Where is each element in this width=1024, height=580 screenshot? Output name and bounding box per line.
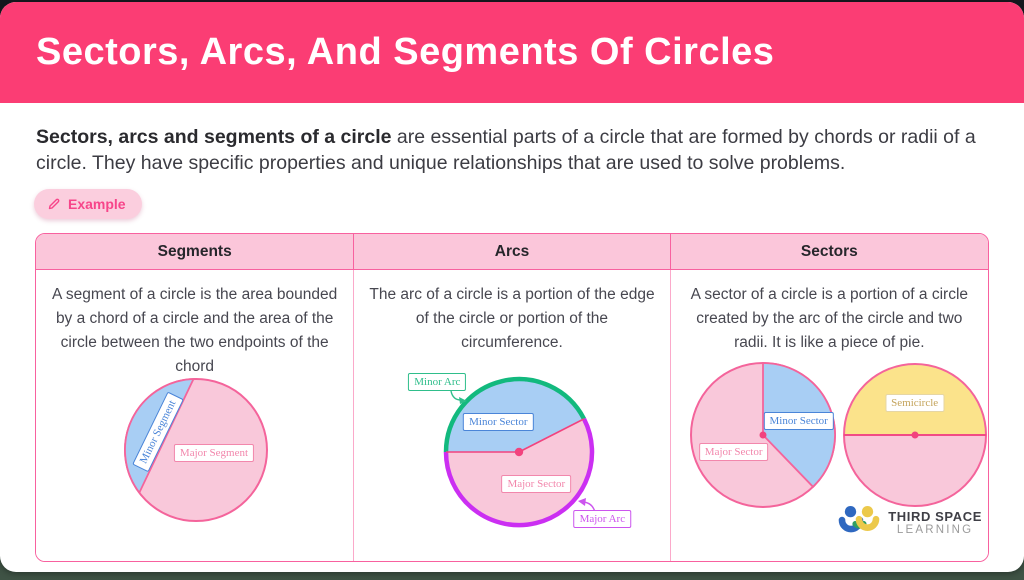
minor-arc-pointer-head — [459, 397, 468, 404]
sectors-major-sector-label: Major Sector — [698, 443, 769, 461]
minor-arc-label: Minor Arc — [408, 373, 467, 391]
logo-line2: LEARNING — [896, 523, 974, 536]
center-dot — [515, 447, 524, 457]
major-arc-pointer-head — [578, 498, 587, 506]
column-header-sectors: Sectors — [670, 234, 988, 270]
page-title: Sectors, Arcs, And Segments Of Circles — [36, 31, 775, 73]
intro-bold-phrase: Sectors, arcs and segments of a circle — [36, 126, 392, 148]
arcs-minor-sector-label: Minor Sector — [463, 413, 534, 431]
column-header-arcs: Arcs — [353, 234, 671, 270]
sectors-description: A sector of a circle is a portion of a c… — [690, 286, 969, 351]
pencil-icon — [48, 198, 60, 210]
intro-paragraph: Sectors, arcs and segments of a circle a… — [36, 124, 990, 176]
intro-rest-text: are essential parts of a circle that are… — [36, 126, 976, 174]
page-header: Sectors, Arcs, And Segments Of Circles — [0, 2, 1024, 103]
segments-diagram — [124, 378, 268, 522]
sectors-cell: A sector of a circle is a portion of a c… — [670, 270, 988, 561]
arcs-cell: The arc of a circle is a portion of the … — [353, 270, 671, 561]
semicircle-label: Semicircle — [885, 394, 945, 412]
arcs-description: The arc of a circle is a portion of the … — [369, 286, 655, 351]
logo-icon — [838, 505, 880, 533]
arcs-major-sector-label: Major Sector — [501, 475, 572, 493]
concepts-table: Segments Arcs Sectors A segment of a cir… — [35, 233, 989, 562]
major-segment-label: Major Segment — [173, 444, 255, 462]
radius-upper-right — [518, 418, 585, 453]
segments-cell: A segment of a circle is the area bounde… — [36, 270, 354, 561]
right-center-dot — [911, 431, 919, 439]
minor-arc-stroke — [444, 376, 587, 453]
sectors-minor-sector-label: Minor Sector — [763, 412, 834, 430]
segments-description: A segment of a circle is the area bounde… — [52, 286, 338, 375]
left-center-dot — [759, 431, 767, 439]
logo-line1: THIRD SPACE — [888, 508, 982, 524]
third-space-learning-logo: THIRD SPACE LEARNING — [838, 505, 982, 539]
major-sector-shape — [446, 418, 593, 526]
major-arc-stroke — [444, 417, 595, 528]
column-header-segments: Segments — [36, 234, 354, 270]
semicircle-bottom-shape — [842, 434, 987, 507]
example-badge-label: Example — [68, 196, 126, 212]
example-badge[interactable]: Example — [34, 189, 142, 219]
logo-text: THIRD SPACE LEARNING — [888, 509, 982, 536]
major-arc-label: Major Arc — [573, 510, 632, 528]
